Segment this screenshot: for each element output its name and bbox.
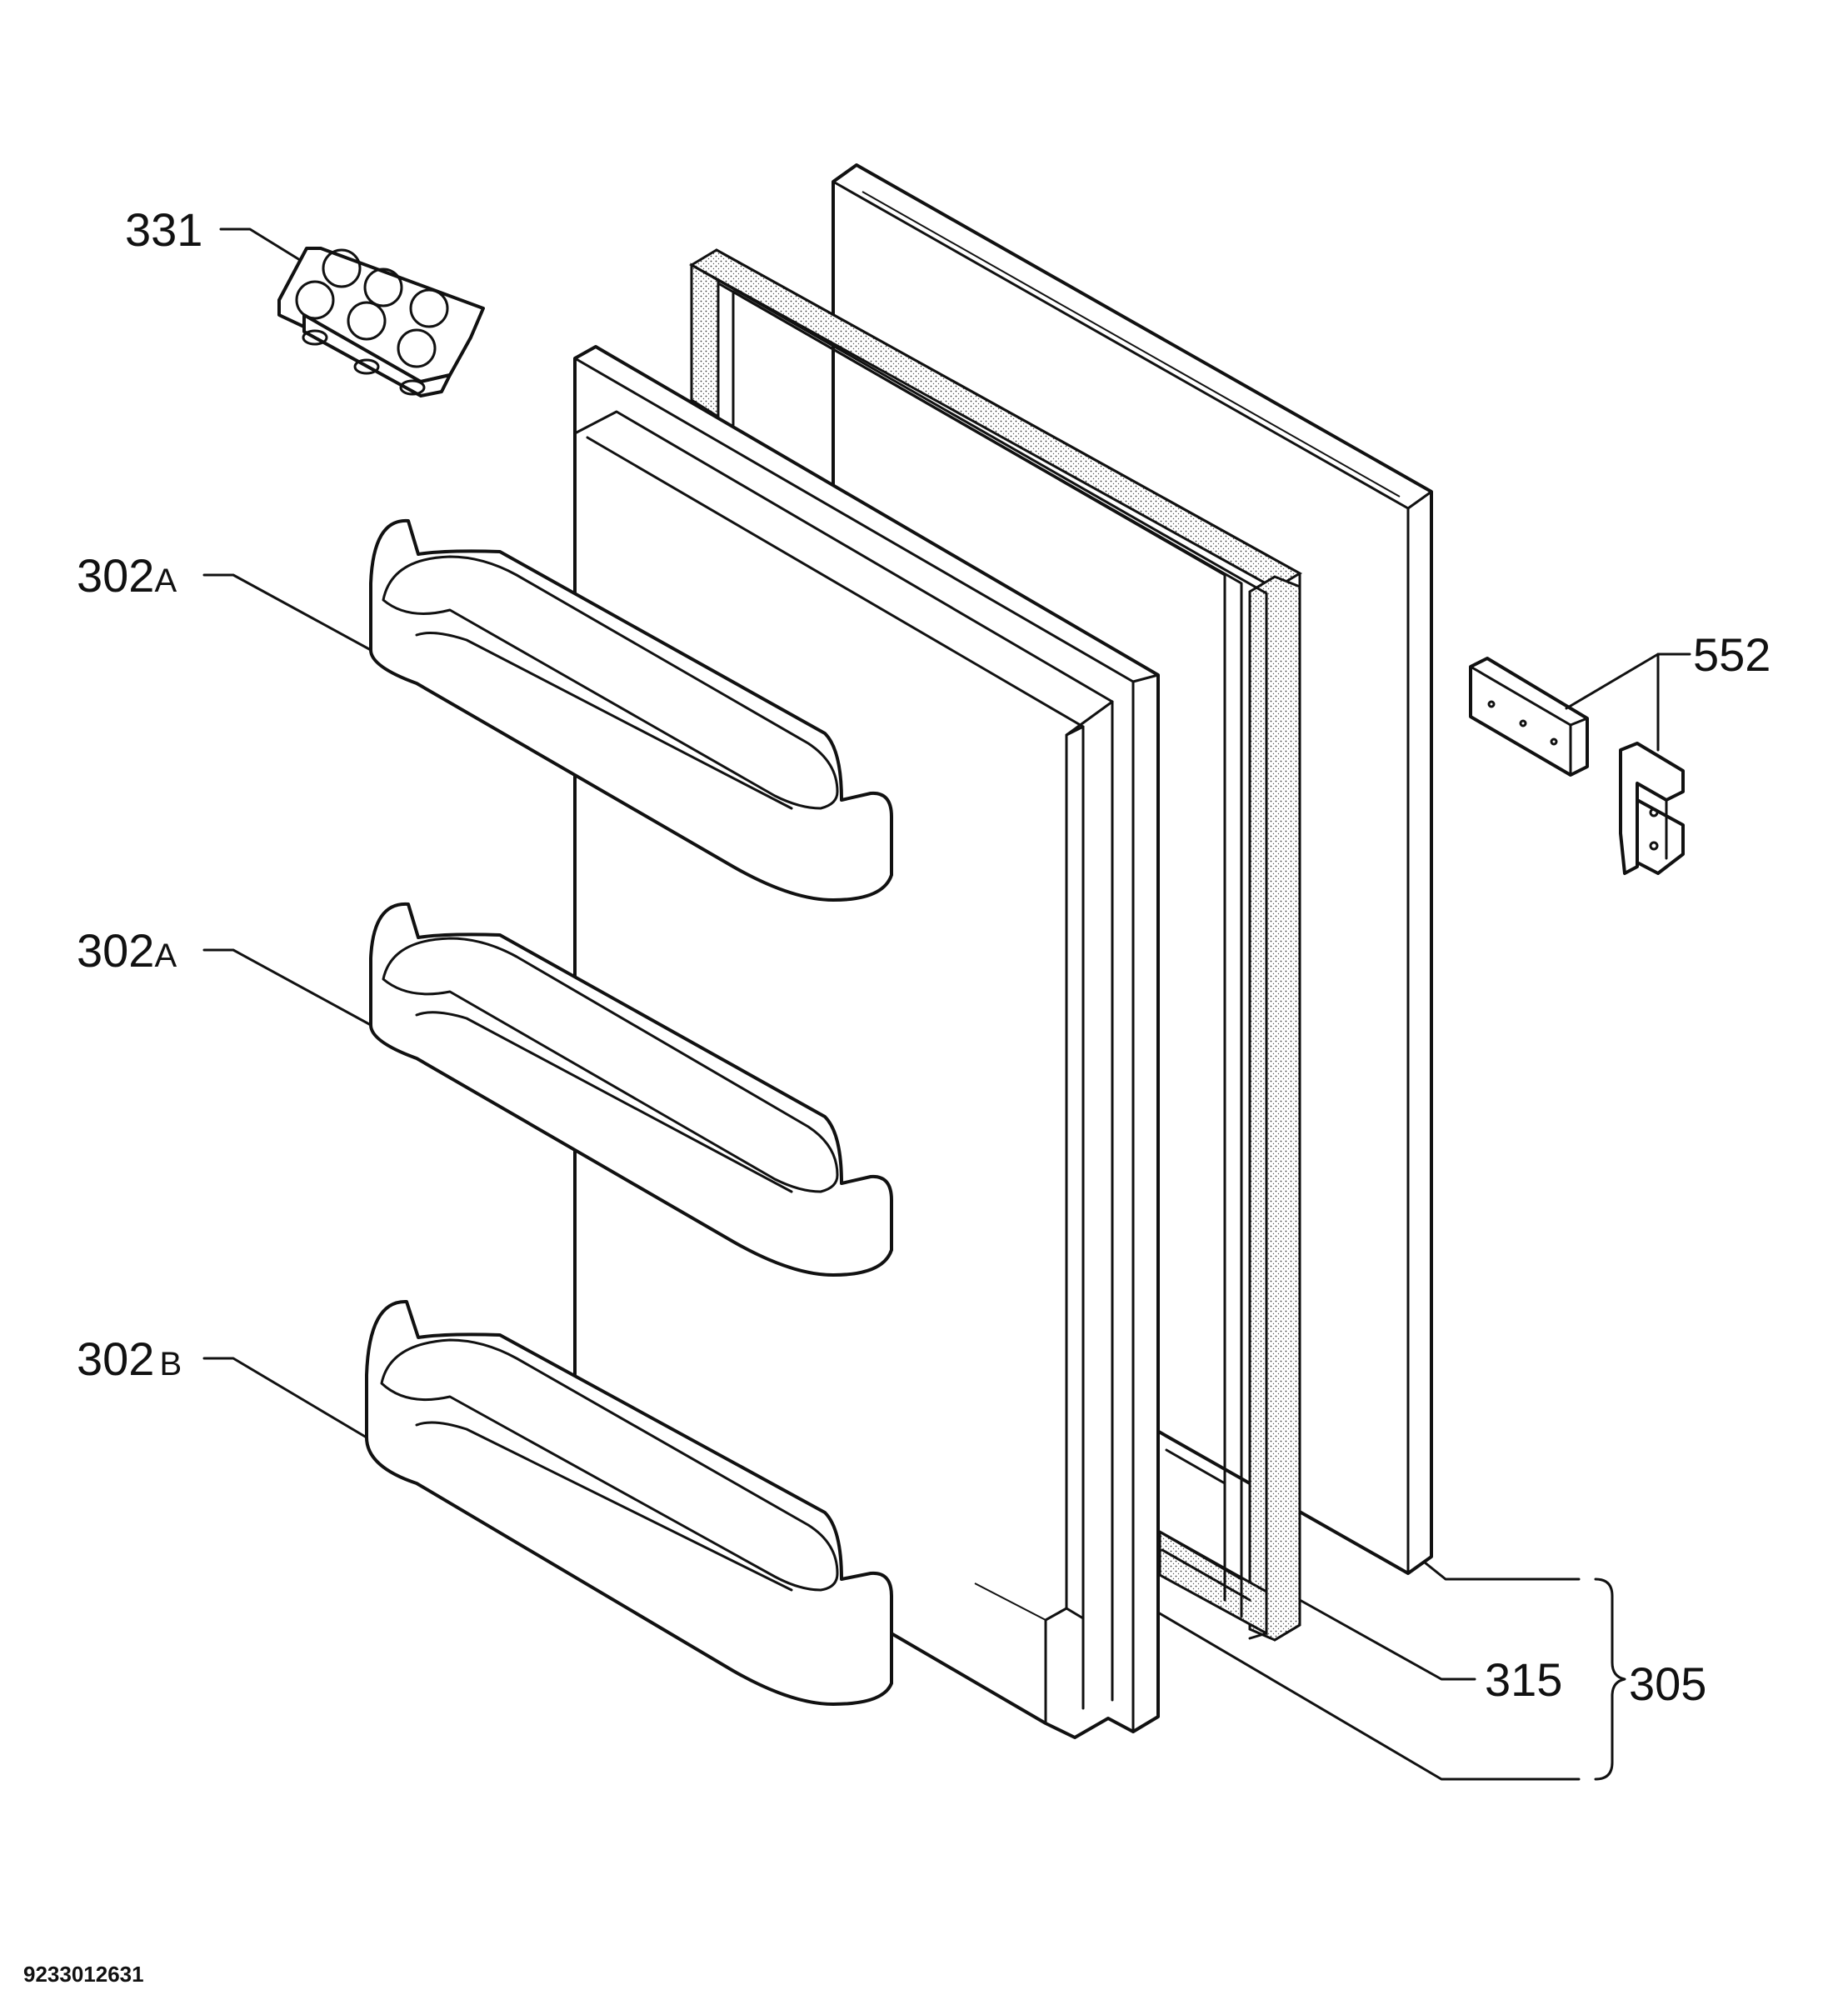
leader-lines — [202, 228, 1691, 1781]
label-hinge: 552 — [1693, 628, 1771, 681]
label-gasket: 315 — [1485, 1653, 1562, 1706]
hinge-plate — [1469, 657, 1589, 777]
door-shelf-bottom — [365, 1299, 893, 1706]
label-door-assembly: 305 — [1629, 1658, 1706, 1710]
door-shelf-top — [369, 518, 893, 902]
egg-tray — [277, 247, 485, 398]
hinge-bracket — [1619, 742, 1685, 875]
label-egg-tray: 331 — [125, 203, 202, 256]
door-shelf-middle — [369, 902, 893, 1277]
document-number: 9233012631 — [23, 1962, 144, 1987]
label-shelf-middle: 302A — [77, 924, 177, 977]
door-gasket — [688, 248, 1303, 1642]
label-shelf-top: 302A — [77, 549, 177, 602]
